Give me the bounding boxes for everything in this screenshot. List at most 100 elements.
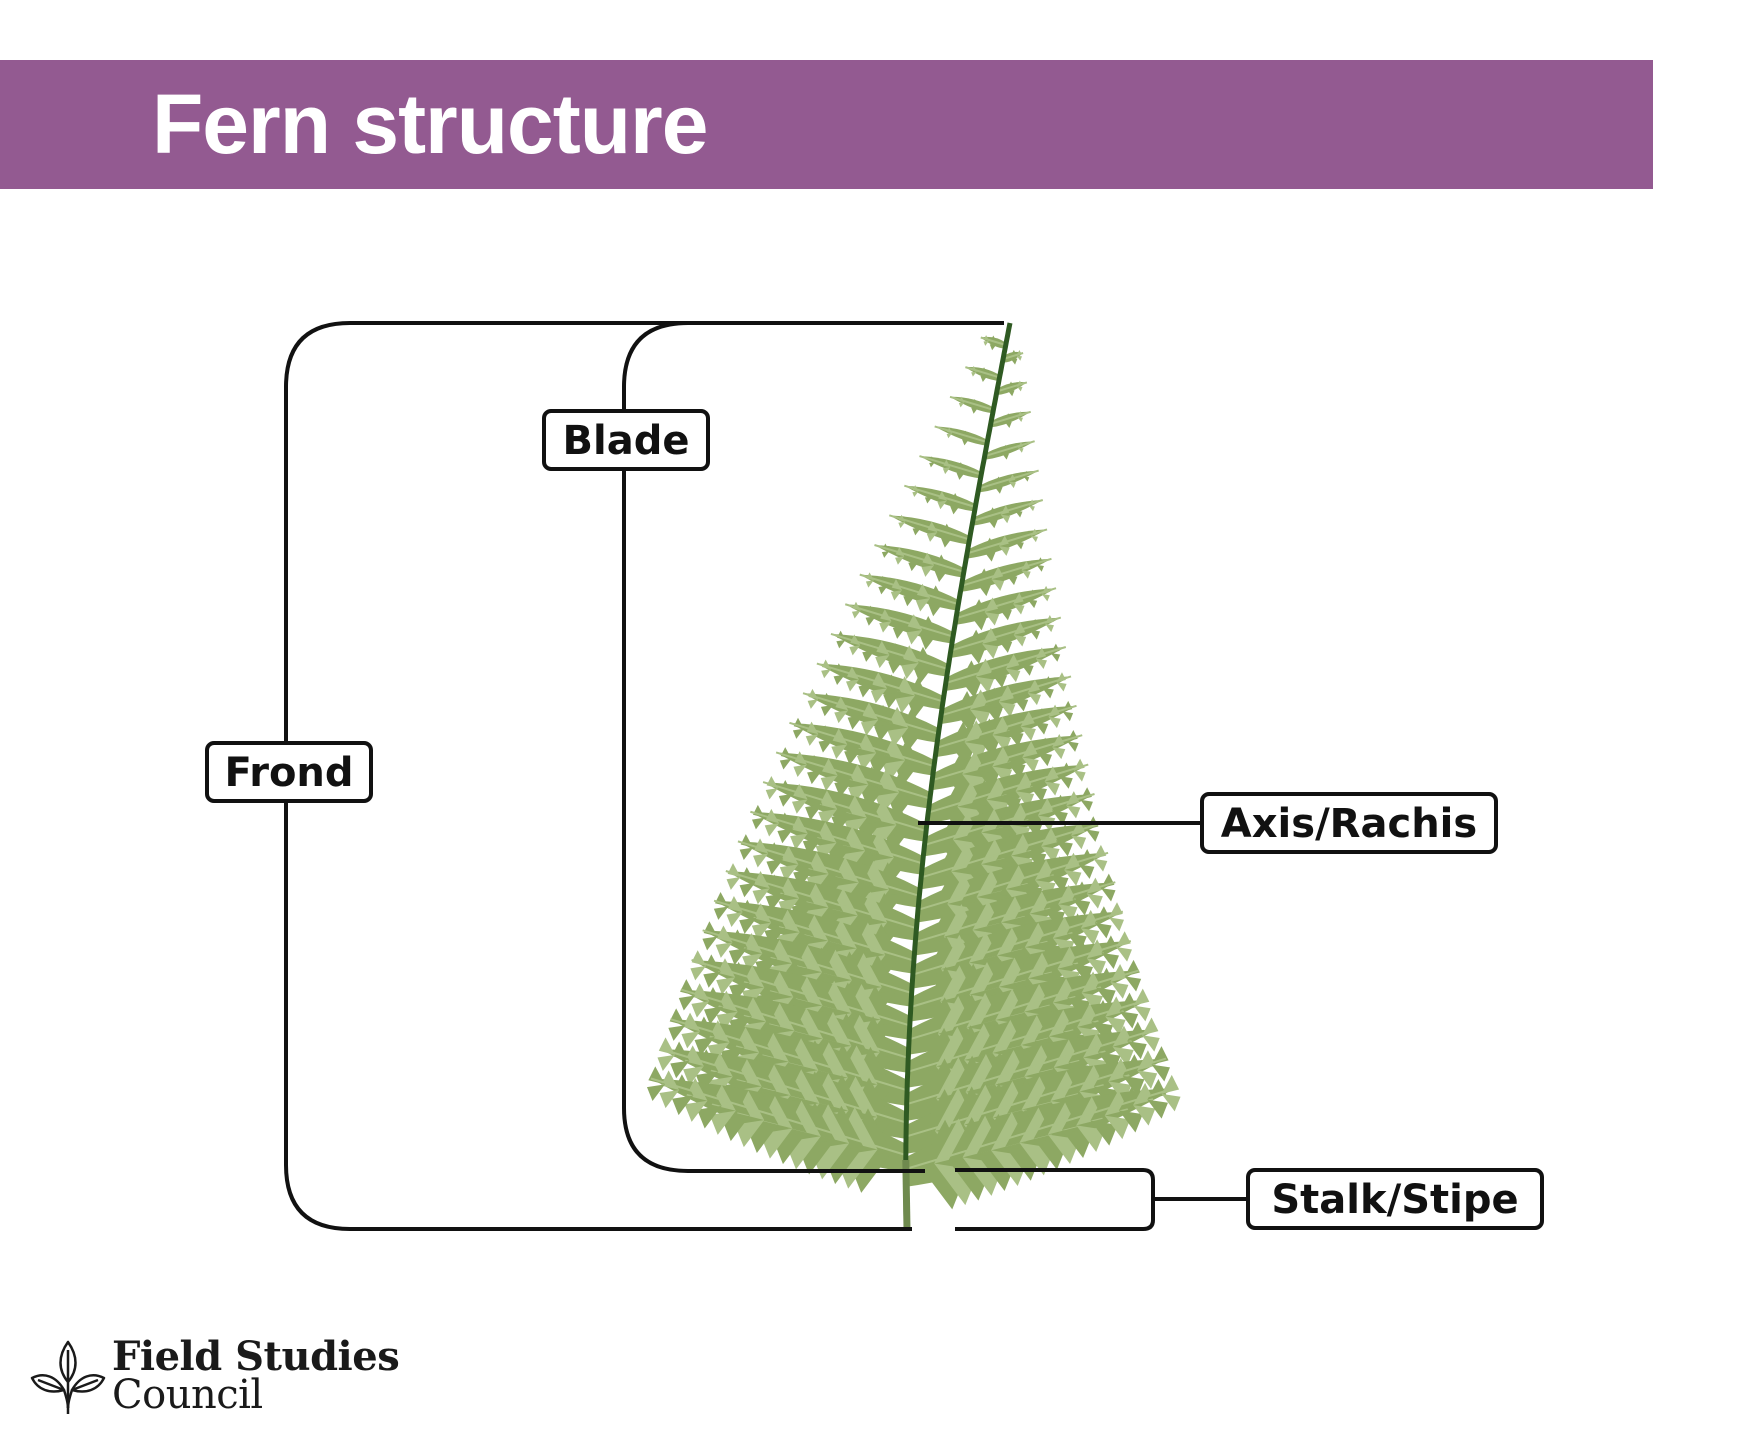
fern-pinnule	[1108, 902, 1124, 932]
fern-midrib	[927, 763, 1089, 814]
fern-pinnule	[921, 552, 935, 577]
fern-pinnule	[703, 987, 724, 1025]
fern-pinnule	[1006, 381, 1015, 397]
fern-pinnule	[1067, 729, 1079, 752]
leaf-logo-icon	[30, 1340, 106, 1414]
fern-pinnule	[1110, 963, 1129, 999]
fern-pinnule	[703, 954, 721, 988]
fern-pinnule	[751, 804, 765, 830]
fern-pinnule	[971, 398, 979, 414]
fern-pinnule	[739, 834, 754, 860]
fern-pinnule	[1086, 877, 1103, 909]
fern-pinnule	[716, 990, 738, 1032]
fern-pinnule	[1101, 935, 1119, 970]
fern-midrib	[737, 840, 920, 897]
fern-midrib	[910, 940, 1132, 1008]
fern-pinnule	[1073, 758, 1086, 782]
fern-pinnule	[984, 597, 1000, 626]
fern-pinnule	[993, 476, 1003, 494]
fern-illustration	[646, 322, 1181, 1230]
fern-midrib	[934, 425, 988, 444]
fern-midrib	[920, 822, 1102, 879]
fern-pinnule	[1093, 844, 1108, 872]
fern-pinnule	[1059, 762, 1073, 789]
fern-pinnule	[1124, 959, 1142, 992]
fern-pinnule	[1116, 931, 1132, 962]
fern-pinnule	[969, 689, 990, 728]
fern-pinna	[830, 633, 948, 677]
fern-midrib	[950, 616, 1062, 652]
fern-midrib	[990, 410, 1032, 425]
fern-pinnule	[1091, 1000, 1114, 1043]
fern-pinnule	[753, 838, 769, 868]
fern-pinnule	[728, 929, 748, 966]
fern-midrib	[802, 692, 939, 735]
fern-pinnule	[715, 925, 733, 958]
fern-midrib	[955, 587, 1057, 620]
fern-pinnule	[1119, 992, 1139, 1029]
fern-pinnule	[960, 660, 981, 699]
title-bar: Fern structure	[0, 60, 1653, 189]
fern-midrib	[966, 528, 1048, 555]
fern-pinnule	[1105, 996, 1126, 1036]
fern-pinnule	[984, 687, 1003, 723]
blade-label: Blade	[542, 409, 710, 471]
fern-pinnule	[982, 627, 999, 659]
fern-pinnule	[694, 1016, 715, 1056]
fern-pinnule	[901, 645, 919, 680]
fern-rachis	[903, 322, 1013, 1230]
fern-midrib	[965, 366, 1000, 379]
fern-pinnule	[1133, 1082, 1156, 1126]
fern-pinnule	[1095, 967, 1116, 1006]
fern-midrib	[949, 395, 994, 411]
fern-midrib	[904, 484, 976, 508]
fern-midrib	[775, 751, 931, 800]
fern-pinnule	[950, 721, 974, 767]
fern-midrib	[917, 851, 1109, 911]
fern-pinnule	[869, 735, 891, 777]
stalk-label: Stalk/Stipe	[1246, 1168, 1544, 1230]
fern-midrib	[924, 793, 1095, 846]
fern-midrib	[660, 1047, 907, 1124]
fern-pinnule	[990, 656, 1008, 688]
fern-pinnule	[947, 752, 973, 801]
fern-pinnule	[980, 367, 989, 382]
fern-pinnule	[683, 1045, 704, 1086]
fern-midrib	[816, 662, 944, 703]
fern-pinnule	[983, 537, 996, 562]
fern-midrib	[905, 1087, 1177, 1170]
fern-midrib	[905, 1057, 1167, 1138]
fern-midrib	[907, 998, 1148, 1073]
fern-pinnule	[672, 1074, 694, 1116]
fern-midrib	[789, 721, 935, 768]
fern-pinnule	[956, 462, 966, 480]
fern-midrib	[844, 603, 954, 638]
fern-pinnule	[1086, 939, 1106, 977]
fern-pinnule	[856, 733, 877, 771]
logo-line-2: Council	[112, 1372, 263, 1418]
fern-pinnule	[1078, 848, 1095, 879]
fern-midrib	[908, 969, 1140, 1041]
fern-pinnule	[915, 583, 931, 612]
fern-pinnule	[707, 1020, 730, 1063]
fern-pinnule	[883, 674, 901, 709]
fern-midrib	[650, 1077, 907, 1156]
fern-midrib	[915, 881, 1116, 944]
fern-pinnule	[646, 1066, 665, 1101]
fern-pinnule	[1072, 881, 1091, 916]
field-studies-council-logo: Field Studies Council	[28, 1337, 408, 1418]
fern-pinnule	[976, 568, 991, 597]
fern-pinnule	[1101, 873, 1116, 902]
fern-pinnule	[726, 896, 743, 928]
fern-midrib	[830, 632, 949, 670]
fern-pinnule	[691, 983, 710, 1018]
fern-pinnule	[684, 1077, 708, 1122]
fern-pinnule	[1147, 1078, 1168, 1119]
fern-midrib	[859, 573, 959, 606]
fern-pinnule	[1071, 820, 1087, 850]
fern-midrib	[725, 870, 917, 930]
blade-bracket	[622, 321, 1004, 1173]
fern-pinnule	[992, 746, 1013, 785]
fern-pinnule	[668, 1008, 686, 1041]
